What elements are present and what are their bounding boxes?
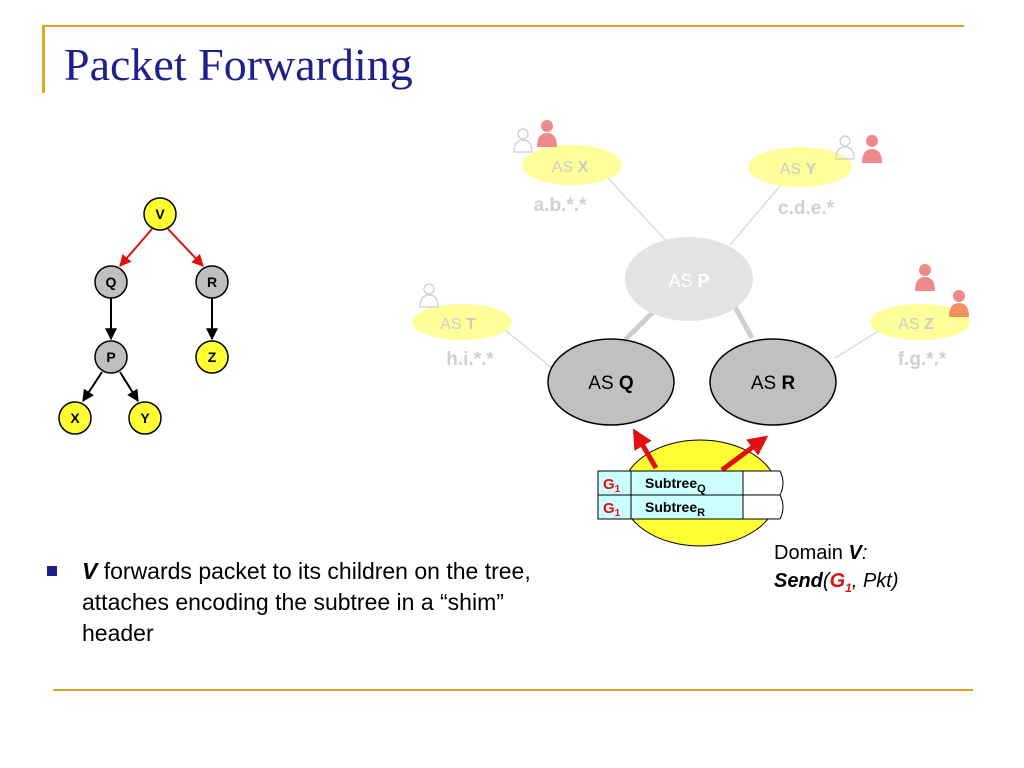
svg-text:R: R	[207, 274, 217, 290]
link-t-q	[504, 329, 553, 369]
as-t-prefix: h.i.*.*	[446, 349, 494, 370]
as-x-node: AS X a.b.*.*	[522, 145, 622, 216]
shim-row-2-subtree-cell	[630, 494, 744, 520]
shim-row-2-tail	[742, 494, 784, 520]
link-x-p	[604, 174, 671, 246]
svg-text:AS Q: AS Q	[588, 373, 633, 394]
link-z-r	[834, 329, 881, 359]
link-y-p	[729, 179, 786, 246]
svg-text:Y: Y	[140, 410, 150, 426]
svg-text:Z: Z	[208, 349, 217, 365]
top-rule	[42, 25, 964, 27]
shim-header: G1 SubtreeQ G1 SubtreeR	[597, 470, 784, 520]
bullet-point: V forwards packet to its children on the…	[82, 556, 542, 649]
as-x-prefix: a.b.*.*	[534, 195, 587, 216]
caption-line-1: Domain V:	[774, 542, 868, 564]
svg-text:Q: Q	[106, 274, 117, 290]
as-y-prefix: c.d.e.*	[778, 198, 835, 219]
as-p-node: AS P	[625, 237, 753, 321]
host-icon-outline-x	[513, 128, 533, 153]
tree-edge-v-r	[167, 228, 204, 267]
as-z-node: AS Z f.g.*.*	[870, 304, 970, 370]
tree-edge-p-y	[119, 371, 139, 403]
bullet-body: forwards packet to its children on the t…	[82, 558, 531, 646]
tree-node-v: V	[143, 197, 177, 231]
forward-arrow-to-r	[720, 435, 769, 473]
as-r-node: AS R	[709, 338, 837, 426]
svg-text:AS P: AS P	[668, 271, 709, 291]
bullet-marker	[47, 566, 57, 576]
shim-row-2-group: G1	[603, 500, 621, 519]
as-z-prefix: f.g.*.*	[898, 349, 947, 370]
tree-node-x: X	[58, 401, 92, 435]
domain-v-caption: Domain V: Send(G1, Pkt)	[774, 539, 899, 602]
tree-node-z: Z	[195, 340, 229, 374]
host-icon-outline-t	[419, 283, 439, 308]
svg-text:P: P	[106, 349, 115, 365]
tree-node-q: Q	[94, 265, 128, 299]
as-t-node: AS T h.i.*.*	[412, 304, 512, 370]
tree-node-p: P	[94, 340, 128, 374]
shim-row-1-group: G1	[603, 476, 621, 495]
svg-text:AS R: AS R	[751, 373, 796, 394]
svg-text:X: X	[70, 410, 80, 426]
forward-arrow-to-q	[632, 428, 659, 470]
user-icon-x	[537, 120, 557, 147]
tree-node-r: R	[195, 265, 229, 299]
tree-edge-p-x	[82, 371, 103, 403]
host-icon-outline-y	[835, 135, 855, 160]
shim-row-2-subtree: SubtreeR	[645, 499, 705, 519]
multicast-tree: V Q R P Z X Y	[58, 197, 229, 435]
user-icon-z-bottom	[949, 290, 969, 317]
as-q-node: AS Q	[547, 338, 675, 426]
svg-text:AS T: AS T	[440, 316, 476, 333]
svg-text:V: V	[155, 206, 165, 222]
bullet-subject: V	[82, 558, 98, 584]
tree-node-y: Y	[128, 401, 162, 435]
svg-text:AS Z: AS Z	[898, 316, 934, 333]
shim-row-1-subtree: SubtreeQ	[645, 475, 706, 495]
svg-text:AS X: AS X	[552, 159, 589, 176]
title-accent-bar	[42, 27, 45, 93]
tree-edge-v-q	[119, 228, 153, 267]
shim-row-1-tail	[742, 470, 784, 496]
bottom-rule	[53, 689, 973, 691]
svg-text:AS Y: AS Y	[780, 161, 817, 178]
network-diagram: AS P AS X a.b.*.* AS Y c.d.e.* AS T h.i.…	[412, 120, 970, 547]
slide-title: Packet Forwarding	[64, 39, 413, 90]
caption-line-2: Send(G1, Pkt)	[774, 570, 899, 595]
shim-row-1-subtree-cell	[630, 470, 744, 496]
as-y-node: AS Y c.d.e.*	[748, 147, 852, 219]
user-icon-y	[862, 135, 882, 163]
link-p-r	[732, 305, 755, 340]
user-icon-z-top	[915, 264, 935, 291]
